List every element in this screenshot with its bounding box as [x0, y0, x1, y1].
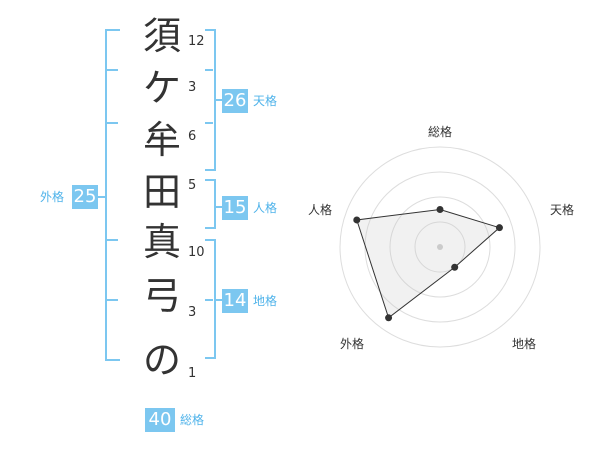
radar-point — [353, 216, 361, 224]
radar-point — [495, 224, 503, 232]
tenkaku-label: 天格 — [253, 94, 278, 108]
stroke-count-7: 1 — [188, 366, 197, 381]
name-char-1: 須 — [142, 14, 181, 58]
stroke-count-3: 6 — [188, 129, 197, 144]
stroke-count-6: 3 — [188, 305, 197, 320]
name-char-5: 真 — [142, 220, 181, 264]
stroke-count-1: 12 — [188, 34, 205, 49]
radar-polygon — [356, 208, 501, 319]
jinkaku-badge: 15 — [222, 196, 248, 220]
chikaku-label: 地格 — [253, 294, 278, 308]
soukaku-label: 総格 — [180, 413, 205, 427]
radar-ring — [364, 171, 516, 323]
radar-point — [436, 206, 444, 213]
tenkaku-badge: 26 — [222, 89, 248, 113]
gaikaku-label: 外格 — [40, 190, 65, 204]
name-char-2: ケ — [142, 66, 181, 110]
radar-label-soukaku: 総格 — [428, 125, 453, 139]
name-char-6: 弓 — [142, 274, 181, 318]
gaikaku-badge: 25 — [72, 185, 98, 209]
radar-label-jinkaku: 人格 — [308, 203, 333, 217]
stroke-count-5: 10 — [188, 245, 205, 260]
radar-label-chikaku: 地格 — [512, 337, 537, 351]
radar-ring — [339, 146, 541, 348]
name-char-7: の — [142, 338, 181, 382]
jinkaku-bracket — [205, 179, 216, 229]
jinkaku-label: 人格 — [253, 201, 278, 215]
gaikaku-bracket — [105, 29, 120, 361]
radar-ring — [389, 196, 491, 298]
radar-center — [437, 244, 443, 250]
radar-label-tenkaku: 天格 — [550, 203, 575, 217]
stroke-count-2: 3 — [188, 80, 197, 95]
radar-point — [451, 263, 459, 271]
radar-ring — [414, 221, 466, 273]
soukaku-badge: 40 — [145, 408, 175, 432]
radar-point — [385, 314, 393, 322]
stroke-count-4: 5 — [188, 178, 197, 193]
name-char-4: 田 — [142, 170, 181, 214]
name-char-3: 牟 — [142, 118, 181, 162]
radar-label-gaikaku: 外格 — [340, 337, 365, 351]
chikaku-badge: 14 — [222, 289, 248, 313]
